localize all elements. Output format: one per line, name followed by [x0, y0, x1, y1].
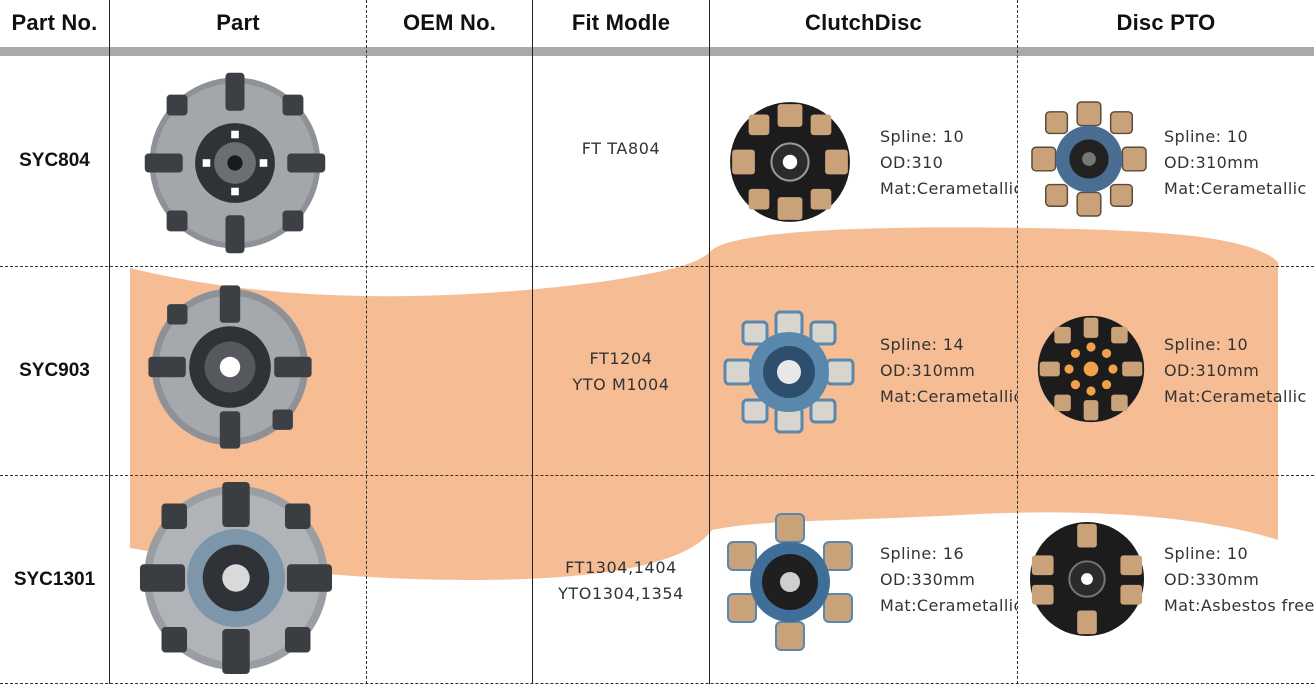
clutch-disc-specs: Spline: 14 OD:310mm Mat:Cerametallic	[880, 332, 1017, 410]
clutch-material: Mat:Cerametallic	[880, 596, 1017, 615]
header-oem-no: OEM No.	[402, 10, 497, 35]
pto-disc-photo	[1031, 101, 1147, 217]
pto-disc-photo	[1037, 315, 1145, 423]
clutch-disc-photo	[730, 102, 850, 222]
fit-model: FT1204 YTO M1004	[533, 344, 709, 400]
header-rule	[0, 47, 1314, 56]
clutch-pressure-plate-photo	[139, 481, 333, 675]
clutch-od: OD:310mm	[880, 361, 976, 380]
fit-model-line: YTO1304,1354	[558, 584, 684, 603]
header-fit-model: Fit Modle	[571, 10, 671, 35]
clutch-disc-specs: Spline: 16 OD:330mm Mat:Cerametallic	[880, 541, 1017, 619]
fit-model-line: FT1304,1404	[565, 558, 677, 577]
header-disc-pto: Disc PTO	[1116, 10, 1216, 35]
pto-disc-photo	[1029, 521, 1145, 637]
row-divider	[0, 475, 1314, 476]
pto-od: OD:330mm	[1164, 570, 1260, 589]
part-number: SYC1301	[13, 568, 96, 590]
pto-material: Mat:Asbestos free	[1164, 596, 1314, 615]
fit-model: FT TA804	[533, 56, 709, 242]
fit-model: FT1304,1404 YTO1304,1354	[533, 553, 709, 609]
row-divider	[0, 266, 1314, 267]
fit-model-line: YTO M1004	[572, 375, 670, 394]
pto-spline: Spline: 10	[1164, 127, 1249, 146]
clutch-disc-photo	[723, 310, 855, 434]
clutch-disc-photo	[727, 513, 853, 651]
pto-od: OD:310mm	[1164, 361, 1260, 380]
col-divider	[1017, 0, 1018, 684]
clutch-material: Mat:Cerametallic	[880, 179, 1017, 198]
part-number: SYC903	[19, 360, 90, 381]
pto-spline: Spline: 10	[1164, 335, 1249, 354]
clutch-spline: Spline: 16	[880, 544, 965, 563]
fit-model-line: FT1204	[589, 349, 653, 368]
clutch-od: OD:330mm	[880, 570, 976, 589]
col-divider	[532, 0, 533, 684]
clutch-spline: Spline: 14	[880, 335, 965, 354]
fit-model-line: FT TA804	[581, 139, 661, 158]
clutch-pressure-plate-photo	[144, 72, 326, 254]
row-divider	[0, 683, 1314, 684]
pto-spline: Spline: 10	[1164, 544, 1249, 563]
clutch-material: Mat:Cerametallic	[880, 387, 1017, 406]
col-divider	[709, 0, 710, 684]
pto-disc-specs: Spline: 10 OD:310mm Mat:Cerametallic	[1164, 332, 1314, 410]
pto-material: Mat:Cerametallic	[1164, 179, 1307, 198]
header-part-no: Part No.	[11, 10, 98, 35]
clutch-od: OD:310	[880, 153, 944, 172]
clutch-pressure-plate-photo	[148, 285, 312, 449]
col-divider	[109, 0, 110, 684]
part-number: SYC804	[19, 150, 90, 171]
pto-material: Mat:Cerametallic	[1164, 387, 1307, 406]
header-part: Part	[216, 10, 260, 35]
pto-disc-specs: Spline: 10 OD:330mm Mat:Asbestos free	[1164, 541, 1314, 619]
header-clutch-disc: ClutchDisc	[805, 10, 922, 35]
pto-disc-specs: Spline: 10 OD:310mm Mat:Cerametallic	[1164, 124, 1314, 202]
col-divider	[366, 0, 367, 684]
pto-od: OD:310mm	[1164, 153, 1260, 172]
clutch-disc-specs: Spline: 10 OD:310 Mat:Cerametallic	[880, 124, 1017, 202]
clutch-spline: Spline: 10	[880, 127, 965, 146]
